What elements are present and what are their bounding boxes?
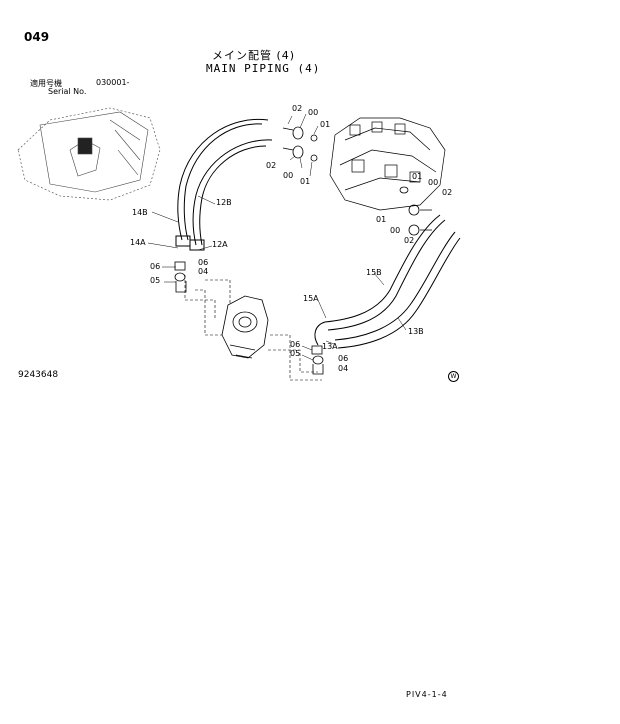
w-mark-icon: W xyxy=(448,371,459,382)
callout-13a: 13A xyxy=(322,342,338,351)
callout-06: 06 xyxy=(338,354,349,363)
serial-value: 030001- xyxy=(96,78,130,87)
callout-02: 02 xyxy=(292,104,303,113)
hose-13b-15b xyxy=(314,214,461,349)
footer-code: PIV4-1-4 xyxy=(406,690,448,699)
title-japanese: メイン配管 (4) xyxy=(212,49,296,62)
callout-14a: 14A xyxy=(130,238,146,247)
swing-motor xyxy=(221,295,269,359)
page-number: 049 xyxy=(24,30,50,44)
callout-00: 00 xyxy=(308,108,319,117)
callout-05: 05 xyxy=(290,349,301,358)
serial-label-japanese: 適用号機 xyxy=(30,79,62,88)
callout-02: 02 xyxy=(404,236,415,245)
callout-15a: 15A xyxy=(303,294,319,303)
callout-06: 06 xyxy=(290,340,301,349)
callout-12b: 12B xyxy=(216,198,232,207)
callout-01: 01 xyxy=(376,215,387,224)
callout-05: 05 xyxy=(150,276,161,285)
callout-02: 02 xyxy=(442,188,453,197)
callout-02: 02 xyxy=(266,161,277,170)
machine-overview-sketch xyxy=(17,107,161,201)
valve-fittings xyxy=(282,126,432,236)
callout-04: 04 xyxy=(198,267,209,276)
callout-01: 01 xyxy=(320,120,331,129)
leader-lines xyxy=(147,113,407,361)
control-valve xyxy=(329,117,446,211)
serial-label-english: Serial No. xyxy=(48,87,87,96)
callout-00: 00 xyxy=(390,226,401,235)
hose-12b-14b xyxy=(175,118,273,251)
callout-01: 01 xyxy=(412,172,423,181)
callout-00: 00 xyxy=(428,178,439,187)
connection-dashed-lines xyxy=(184,275,322,381)
callout-01: 01 xyxy=(300,177,311,186)
callout-12a: 12A xyxy=(212,240,228,249)
callout-00: 00 xyxy=(283,171,294,180)
callout-13b: 13B xyxy=(408,327,424,336)
callout-06: 06 xyxy=(198,258,209,267)
callout-04: 04 xyxy=(338,364,349,373)
callout-15b: 15B xyxy=(366,268,382,277)
title-english: MAIN PIPING (4) xyxy=(206,62,321,75)
drawing-id: 9243648 xyxy=(18,370,59,380)
callout-14b: 14B xyxy=(132,208,148,217)
callout-06: 06 xyxy=(150,262,161,271)
